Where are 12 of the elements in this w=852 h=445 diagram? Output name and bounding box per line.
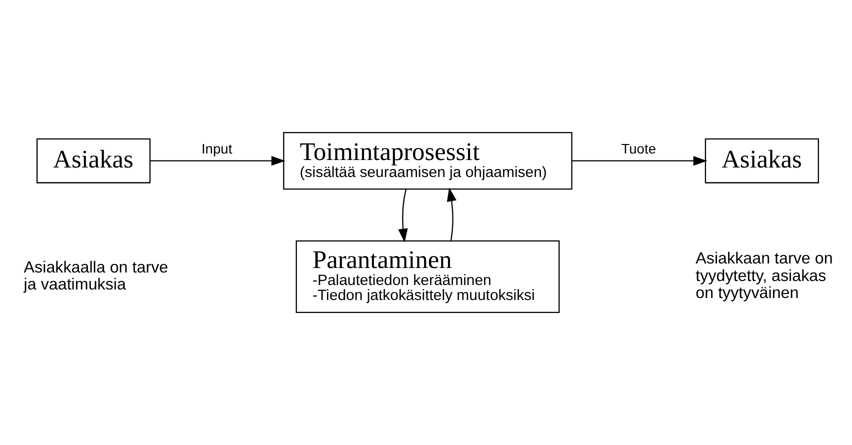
node-box: Parantaminen -Palautetiedon kerääminen -Tiedon jatkokäsittely muutoksiksi (296, 240, 560, 313)
arrow (446, 187, 456, 241)
arrow (150, 156, 286, 166)
node-box: Asiakas (36, 138, 151, 184)
label: Asiakkaalla on tarve ja vaatimuksia (24, 258, 168, 294)
edge-label: Input (201, 140, 232, 156)
arrow (572, 156, 708, 166)
arrow (398, 189, 408, 243)
label: Asiakkaan tarve on tyydytetty, asiakas on tyytyväinen (696, 250, 833, 302)
node-box: Asiakas (704, 138, 819, 184)
node-box: Toimintaprosessit (sisältää seuraamisen ja ohjaamisen) (283, 132, 572, 190)
edge-label: Tuote (621, 140, 656, 156)
